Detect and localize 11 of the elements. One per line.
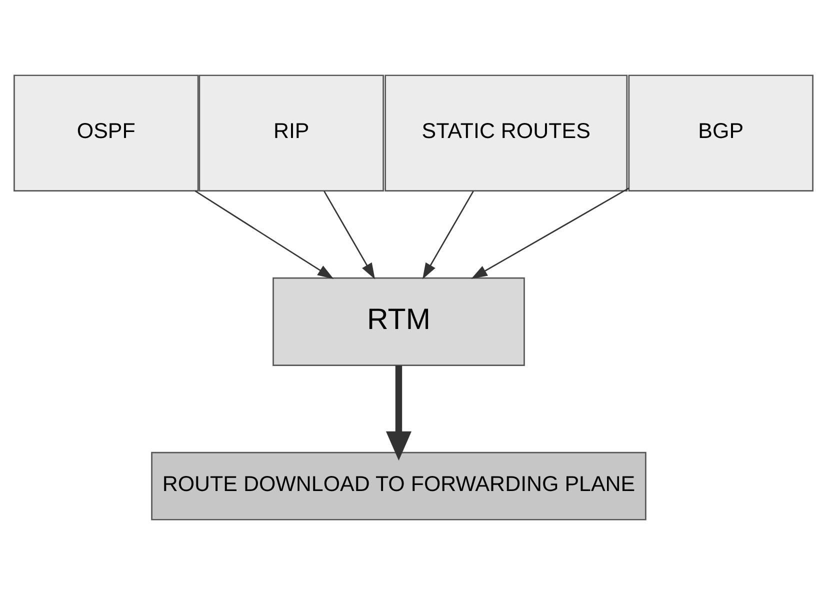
node-box: RTM (272, 276, 525, 366)
node-box: ROUTE DOWNLOAD TO FORWARDING PLANE (151, 451, 646, 520)
node-box: OSPF (14, 74, 199, 191)
arrow (194, 190, 334, 279)
arrow (324, 190, 375, 279)
node-box: STATIC ROUTES (384, 74, 628, 191)
node-box: BGP (628, 74, 814, 191)
arrow (471, 187, 630, 278)
arrow (422, 190, 474, 279)
arrow (386, 365, 412, 460)
node-box: RIP (198, 74, 384, 191)
